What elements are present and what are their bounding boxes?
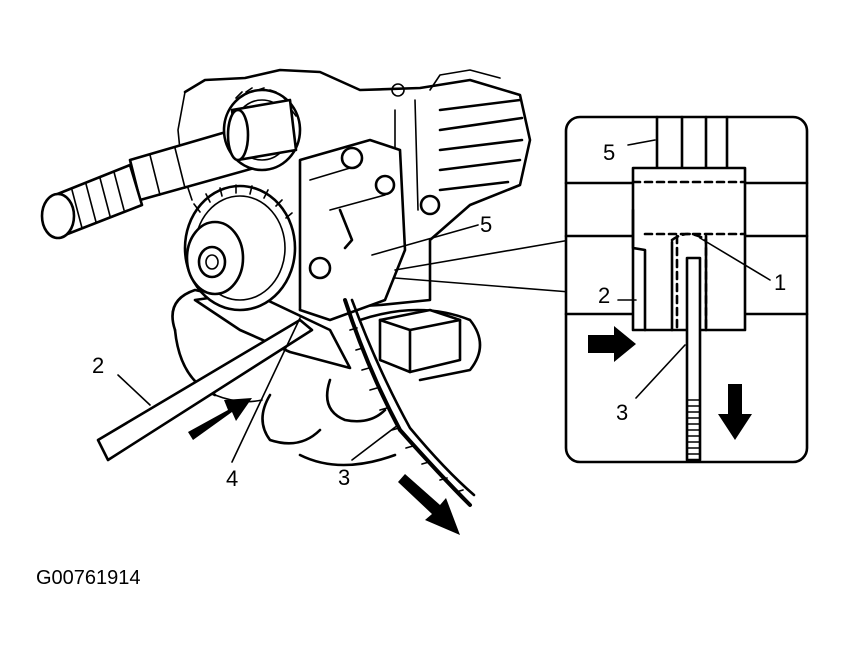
inset-callout-2: 2 [598, 283, 610, 308]
bar-part-2 [96, 318, 314, 462]
magnifier-lines [394, 239, 571, 293]
main-callout-2: 2 [92, 353, 104, 378]
figure-code: G00761914 [36, 567, 141, 589]
inset-callout-5: 5 [603, 140, 615, 165]
transmission-illustration [40, 68, 532, 467]
main-callout-4: 4 [226, 466, 238, 491]
inset-pull-arrow [718, 384, 752, 440]
main-callout-3: 3 [338, 465, 350, 490]
main-leader-lines [117, 224, 479, 463]
inset-callout-3: 3 [616, 400, 628, 425]
detail-inset [564, 115, 809, 464]
push-direction-arrow [188, 398, 252, 440]
strip-part-3 [343, 298, 476, 507]
pull-direction-arrow [398, 474, 460, 535]
inset-push-arrow [588, 326, 636, 362]
inset-callout-1: 1 [774, 270, 786, 295]
main-callout-5: 5 [480, 212, 492, 237]
